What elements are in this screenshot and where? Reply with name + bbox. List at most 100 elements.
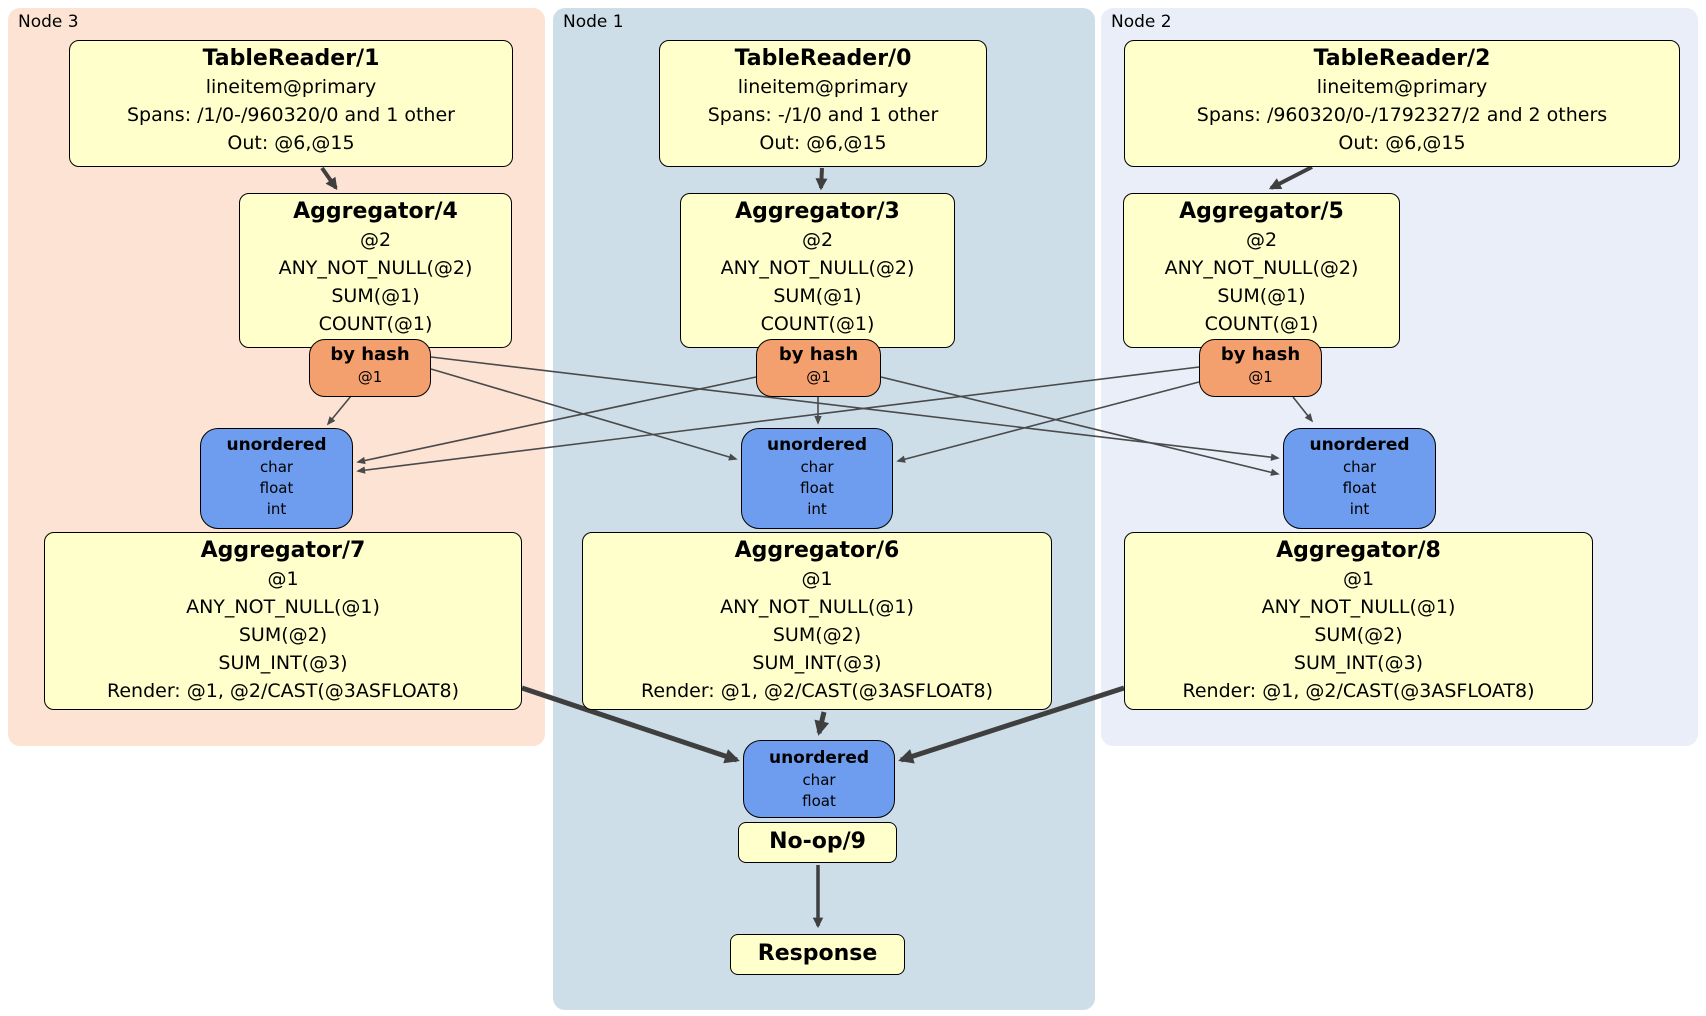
- tablereader1-box: TableReader/1 lineitem@primary Spans: /1…: [69, 40, 513, 167]
- box-line: SUM(@1): [331, 285, 420, 307]
- box-title: Aggregator/4: [293, 199, 458, 224]
- unordered-sync-node1: unordered char float int: [741, 428, 893, 529]
- hash-router-node3: by hash @1: [309, 339, 431, 397]
- edge-aggregator6-to-final-unordered: [814, 711, 830, 736]
- edge-hash1-to-unordered3: [356, 376, 757, 465]
- box-line: @1: [267, 568, 299, 590]
- edge-hash2-to-unordered3: [356, 366, 1200, 474]
- box-title: unordered: [1309, 435, 1410, 455]
- box-line: int: [266, 500, 287, 518]
- box-line: ANY_NOT_NULL(@2): [720, 257, 915, 279]
- box-title: unordered: [768, 748, 870, 768]
- box-line: Out: @6,@15: [1338, 132, 1466, 154]
- box-title: Aggregator/7: [200, 538, 366, 563]
- aggregator6-box: Aggregator/6 @1 ANY_NOT_NULL(@1) SUM(@2)…: [582, 532, 1052, 710]
- box-line: lineitem@primary: [737, 76, 909, 98]
- box-line: ANY_NOT_NULL(@2): [1164, 257, 1359, 279]
- box-line: SUM(@1): [773, 285, 862, 307]
- box-line: Out: @6,@15: [227, 132, 355, 154]
- hash-router-node2: by hash @1: [1199, 339, 1322, 397]
- box-line: @2: [1245, 229, 1278, 251]
- box-line: lineitem@primary: [205, 76, 377, 98]
- box-line: char: [800, 458, 834, 476]
- box-line: float: [1342, 479, 1377, 497]
- box-line: COUNT(@1): [1204, 313, 1319, 335]
- box-line: float: [259, 479, 294, 497]
- noop-box: No-op/9: [738, 822, 897, 863]
- box-line: ANY_NOT_NULL(@1): [720, 596, 914, 618]
- box-line: Spans: -/1/0 and 1 other: [707, 104, 939, 126]
- box-title: TableReader/1: [202, 46, 380, 71]
- box-line: @1: [801, 568, 833, 590]
- box-title: TableReader/2: [1313, 46, 1491, 71]
- box-line: char: [259, 458, 294, 476]
- box-line: @2: [801, 229, 834, 251]
- tablereader0-box: TableReader/0 lineitem@primary Spans: -/…: [659, 40, 987, 167]
- box-line: @1: [1248, 368, 1273, 386]
- edge-aggregator7-to-final-unordered: [521, 685, 740, 764]
- box-line: Render: @1, @2/CAST(@3ASFLOAT8): [1182, 680, 1535, 702]
- box-line: ANY_NOT_NULL(@1): [186, 596, 380, 618]
- aggregator4-box: Aggregator/4 @2 ANY_NOT_NULL(@2) SUM(@1)…: [239, 193, 512, 348]
- box-title: by hash: [330, 344, 410, 365]
- box-line: Render: @1, @2/CAST(@3ASFLOAT8): [107, 680, 459, 702]
- box-title: Aggregator/8: [1276, 538, 1441, 563]
- box-line: SUM_INT(@3): [1293, 652, 1424, 674]
- box-line: SUM(@2): [238, 624, 328, 646]
- edge-hash3-to-unordered2: [430, 356, 1280, 461]
- edge-hash3-to-unordered3: [326, 395, 352, 426]
- aggregator7-box: Aggregator/7 @1 ANY_NOT_NULL(@1) SUM(@2)…: [44, 532, 522, 710]
- edge-aggregator8-to-final-unordered: [898, 685, 1125, 764]
- aggregator5-box: Aggregator/5 @2 ANY_NOT_NULL(@2) SUM(@1)…: [1123, 193, 1400, 348]
- box-line: COUNT(@1): [318, 313, 433, 335]
- node-label: Node 1: [563, 12, 624, 32]
- box-line: @1: [357, 368, 383, 386]
- edge-tablereader2-to-aggregator5: [1268, 165, 1313, 190]
- edge-hash2-to-unordered2: [1292, 396, 1314, 423]
- box-line: int: [807, 500, 827, 518]
- unordered-sync-node2: unordered char float int: [1283, 428, 1436, 529]
- box-line: lineitem@primary: [1316, 76, 1488, 98]
- tablereader2-box: TableReader/2 lineitem@primary Spans: /9…: [1124, 40, 1680, 167]
- box-title: by hash: [778, 344, 859, 365]
- box-line: SUM(@2): [1314, 624, 1403, 646]
- edge-tablereader0-to-aggregator3: [815, 167, 828, 191]
- box-line: float: [802, 792, 836, 810]
- edge-hash1-to-unordered2: [880, 376, 1280, 476]
- box-line: float: [800, 479, 834, 497]
- edge-tablereader1-to-aggregator4: [320, 166, 338, 190]
- box-line: @2: [359, 229, 392, 251]
- box-line: Spans: /1/0-/960320/0 and 1 other: [127, 104, 455, 126]
- box-line: SUM(@2): [772, 624, 862, 646]
- box-title: Response: [757, 941, 878, 966]
- box-line: Out: @6,@15: [759, 132, 887, 154]
- box-line: ANY_NOT_NULL(@1): [1261, 596, 1456, 618]
- node-label: Node 3: [18, 12, 79, 32]
- edge-hash2-to-unordered1: [896, 381, 1200, 463]
- aggregator3-box: Aggregator/3 @2 ANY_NOT_NULL(@2) SUM(@1)…: [680, 193, 955, 348]
- box-title: by hash: [1220, 344, 1301, 365]
- node-label: Node 2: [1111, 12, 1172, 32]
- box-line: ANY_NOT_NULL(@2): [278, 257, 473, 279]
- box-title: No-op/9: [769, 829, 866, 854]
- box-title: Aggregator/3: [735, 199, 900, 224]
- box-line: SUM(@1): [1217, 285, 1306, 307]
- box-line: int: [1349, 500, 1370, 518]
- box-line: Render: @1, @2/CAST(@3ASFLOAT8): [641, 680, 993, 702]
- box-line: SUM_INT(@3): [752, 652, 882, 674]
- unordered-sync-node3: unordered char float int: [200, 428, 353, 529]
- box-title: Aggregator/6: [734, 538, 900, 563]
- unordered-sync-final: unordered char float: [743, 740, 895, 818]
- box-line: SUM_INT(@3): [218, 652, 348, 674]
- box-line: @1: [1342, 568, 1375, 590]
- box-title: Aggregator/5: [1179, 199, 1344, 224]
- box-line: Spans: /960320/0-/1792327/2 and 2 others: [1196, 104, 1608, 126]
- box-title: unordered: [226, 435, 327, 455]
- box-line: @1: [806, 368, 831, 386]
- hash-router-node1: by hash @1: [756, 339, 881, 397]
- aggregator8-box: Aggregator/8 @1 ANY_NOT_NULL(@1) SUM(@2)…: [1124, 532, 1593, 710]
- box-title: unordered: [766, 435, 868, 455]
- box-line: COUNT(@1): [760, 313, 875, 335]
